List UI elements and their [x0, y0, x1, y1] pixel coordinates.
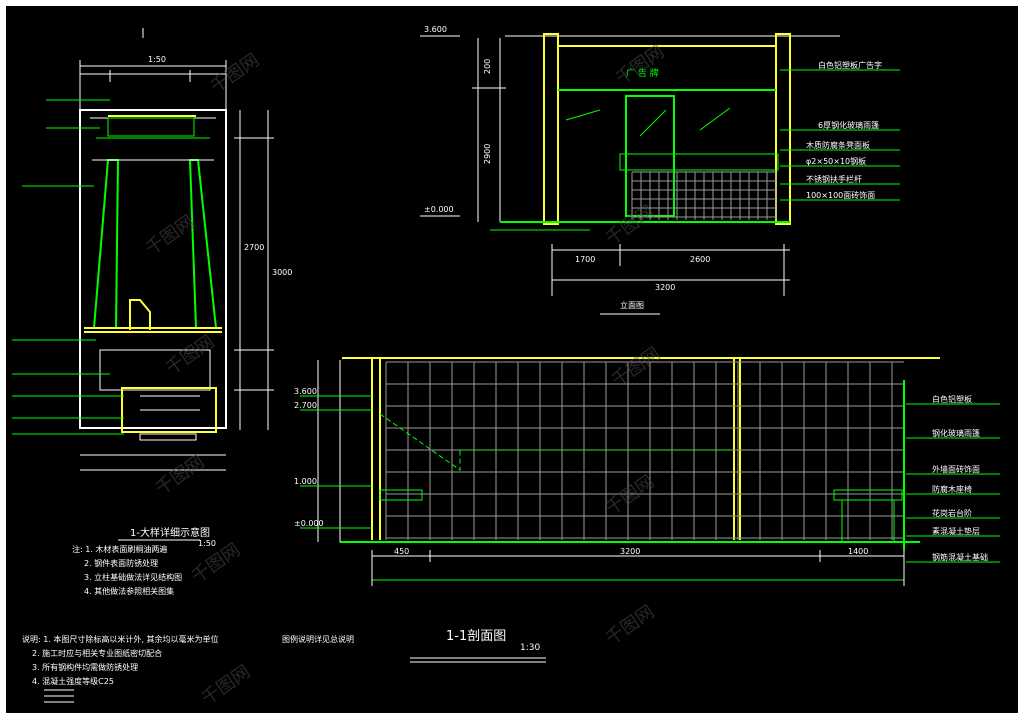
- footer-mid-note: 图例说明详见总说明: [282, 634, 354, 644]
- footer-note-2: 2. 施工时应与相关专业图纸密切配合: [32, 648, 162, 658]
- front-dim-2900: 2900: [483, 144, 492, 164]
- watermark-1: 千图网: [207, 50, 263, 98]
- footer-note-4: 4. 混凝土强度等级C25: [32, 676, 114, 686]
- section-scale: 1:30: [520, 643, 540, 653]
- front-dim-200: 200: [483, 59, 492, 74]
- section-callout-1: 白色铝塑板: [932, 394, 972, 404]
- front-tile-grid: [631, 171, 777, 220]
- front-dim-2600: 2600: [690, 255, 710, 264]
- level-ground: ±0.000: [424, 205, 454, 214]
- left-elevation-title: 1-大样详细示意图: [130, 526, 210, 539]
- section-dim-1: 450: [394, 547, 409, 556]
- left-dim-height: 2700: [244, 243, 264, 252]
- section-title: 1-1剖面图: [446, 629, 506, 644]
- level-top: 3.600: [424, 25, 447, 34]
- footer-notes: 说明: 1. 本图尺寸除标高以米计外, 其余均以毫米为单位 2. 施工时应与相关…: [22, 634, 354, 703]
- left-elevation: 1:50: [12, 28, 292, 596]
- left-top-dim: 1:50: [148, 55, 166, 64]
- section-dim-2: 3200: [620, 547, 640, 556]
- left-note-3: 3. 立柱基础做法详见结构图: [84, 572, 182, 582]
- watermarks: 千图网 千图网 千图网 千图网 千图网 千图网 千图网 千图网 千图网 千图网 …: [142, 41, 668, 709]
- front-callout-5: 不锈钢扶手栏杆: [806, 174, 862, 184]
- sign-text: 广 告 牌: [626, 67, 659, 79]
- front-dim-3200: 3200: [655, 283, 675, 292]
- left-dim-total: 3000: [272, 268, 292, 277]
- cad-drawing: 1:50: [12, 25, 1000, 709]
- left-note-1: 注: 1. 木材表面刷桐油两遍: [72, 544, 167, 554]
- front-callout-1: 白色铝塑板广告字: [818, 60, 882, 70]
- watermark-10: 千图网: [602, 601, 658, 649]
- section-1-1: 3.600 2.700 1.000 ±0.000 白色铝塑板 钢化玻璃雨篷 外墙…: [294, 357, 1000, 663]
- section-tile-grid: [385, 361, 904, 540]
- front-callout-3: 木质防腐条凳面板: [806, 140, 870, 150]
- section-callout-5: 花岗岩台阶: [932, 508, 972, 518]
- watermark-11: 千图网: [198, 661, 254, 709]
- front-callout-4: φ2×50×10钢板: [806, 156, 866, 166]
- footer-note-3: 3. 所有钢构件均需做防锈处理: [32, 662, 138, 672]
- watermark-2: 千图网: [612, 41, 668, 89]
- section-callout-2: 钢化玻璃雨篷: [932, 428, 980, 438]
- footer-note-1: 说明: 1. 本图尺寸除标高以米计外, 其余均以毫米为单位: [22, 634, 219, 644]
- section-level-2: 2.700: [294, 401, 317, 410]
- left-note-2: 2. 钢件表面防锈处理: [84, 558, 158, 568]
- section-level-4: ±0.000: [294, 519, 324, 528]
- section-level-3: 1.000: [294, 477, 317, 486]
- front-callout-2: 6厚钢化玻璃雨篷: [818, 120, 879, 130]
- section-dim-3: 1400: [848, 547, 868, 556]
- section-callout-6: 素混凝土垫层: [932, 526, 980, 536]
- section-callout-4: 防腐木座椅: [932, 484, 972, 494]
- watermark-3: 千图网: [142, 211, 198, 259]
- watermark-4: 千图网: [602, 201, 658, 249]
- section-level-1: 3.600: [294, 387, 317, 396]
- left-elevation-scale: 1:50: [198, 539, 216, 548]
- section-callout-7: 钢筋混凝土基础: [932, 552, 988, 562]
- section-callout-3: 外墙面砖饰面: [932, 464, 980, 474]
- front-dim-1700: 1700: [575, 255, 595, 264]
- cad-canvas: 1:50: [6, 6, 1018, 713]
- left-note-4: 4. 其他做法参照相关图集: [84, 586, 174, 596]
- front-callout-6: 100×100面砖饰面: [806, 190, 875, 200]
- watermark-7: 千图网: [152, 451, 208, 499]
- front-elevation: 3.600 ±0.000 200 2900 广 告 牌: [420, 25, 900, 315]
- front-elevation-label: 立面图: [620, 300, 644, 310]
- watermark-9: 千图网: [188, 539, 244, 587]
